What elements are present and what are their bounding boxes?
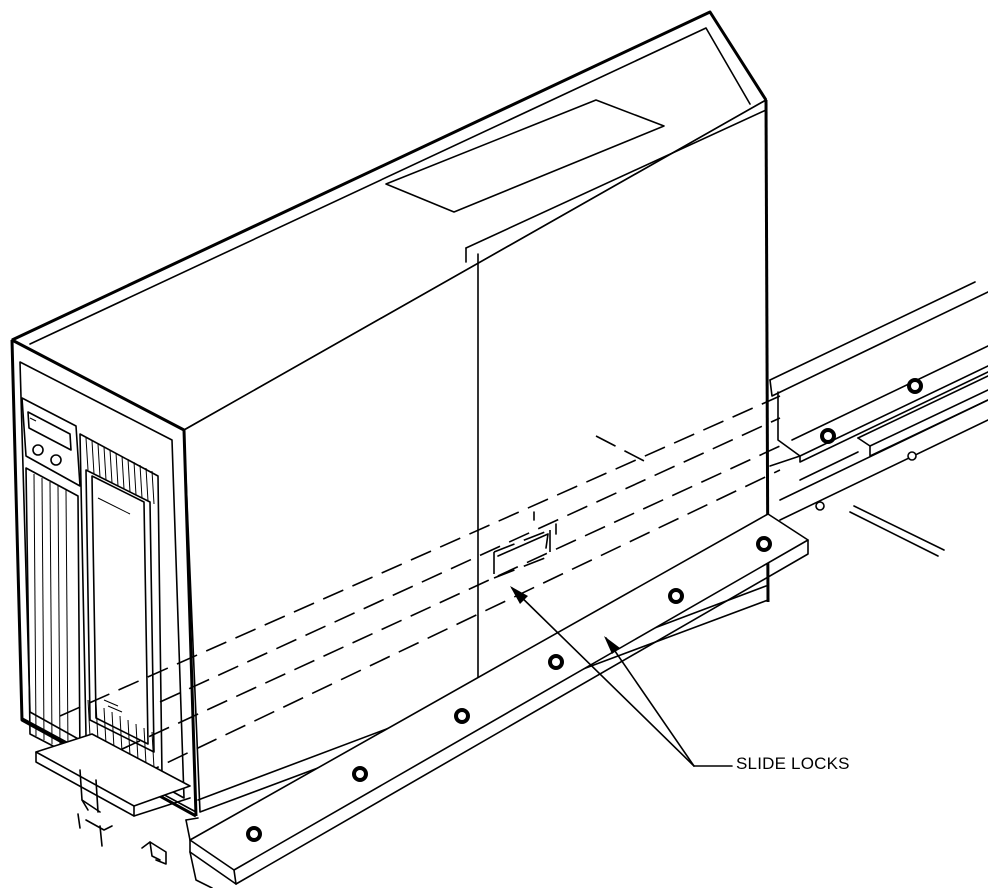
rail-screw-front-5 bbox=[352, 766, 368, 782]
rail-screw-front-6 bbox=[246, 826, 262, 842]
slide-lock-1 bbox=[493, 511, 557, 579]
rail-screw-rear-1 bbox=[907, 378, 923, 394]
rail-screw-front-2 bbox=[668, 588, 684, 604]
rear-slide-rail bbox=[769, 281, 988, 557]
rail-screw-rear-2 bbox=[820, 428, 836, 444]
hidden-rail-lines bbox=[59, 395, 781, 791]
mounting-bracket bbox=[35, 733, 191, 865]
front-vent-grille bbox=[25, 433, 163, 777]
rail-screw-front-3 bbox=[548, 654, 564, 670]
slide-locks-leader bbox=[510, 586, 733, 767]
rail-screw-front-4 bbox=[454, 708, 470, 724]
control-panel bbox=[21, 397, 81, 487]
rail-screw-front-1 bbox=[756, 536, 772, 552]
front-slide-rail bbox=[185, 513, 809, 889]
cartridge-door bbox=[85, 469, 155, 753]
slide-locks-label: SLIDE LOCKS bbox=[736, 754, 850, 773]
